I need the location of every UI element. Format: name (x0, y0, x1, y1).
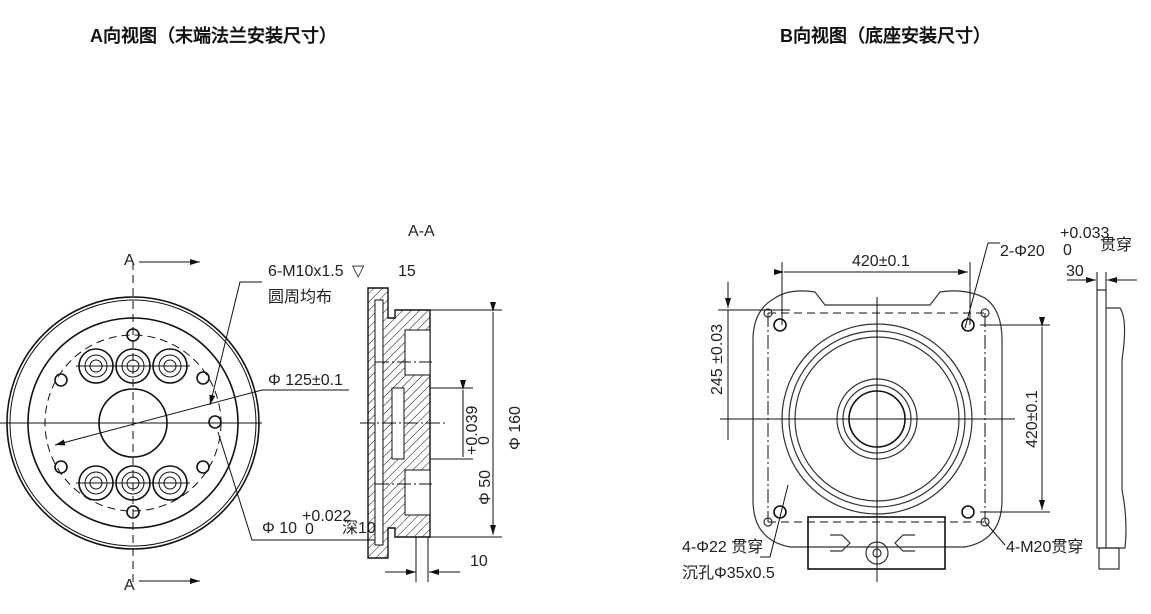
plate-thickness: 30 (1066, 263, 1084, 280)
view-b-title: B向视图（底座安装尺寸） (780, 26, 991, 46)
bolt-holes (54, 328, 222, 519)
pin-tol-upper: +0.022 (302, 508, 351, 525)
pin-tol-lower: 0 (305, 521, 314, 538)
offset-dim: 245 ±0.03 (709, 324, 726, 395)
section-label: A-A (408, 223, 435, 240)
outer-dia: Φ 160 (507, 406, 524, 450)
section-mark-top: A (124, 252, 135, 269)
base-plate-view: 420±0.1 245 ±0.03 420±0.1 2-Φ20 +0.033 0… (682, 225, 1132, 582)
thread-depth: 15 (398, 263, 416, 280)
view-a-title: A向视图（末端法兰安装尺寸） (90, 26, 337, 46)
height-dim: 420±0.1 (1024, 390, 1041, 448)
flange-front-view: A A 6-M10x1.5 ▽ 15 圆周均布 Φ 125±0.1 Φ 10 +… (0, 252, 416, 594)
width-dim: 420±0.1 (852, 253, 910, 270)
thickness-dim: 10 (470, 553, 488, 570)
pin-tol-upper: +0.033 (1060, 225, 1109, 242)
pin-note: 2-Φ20 (1000, 243, 1045, 260)
thread-note: 6-M10x1.5 (268, 263, 344, 280)
pin-tol-lower: 0 (1063, 242, 1072, 259)
bore-tol-upper: +0.039 (464, 406, 481, 455)
bore-tol-lower: 0 (476, 436, 493, 445)
pcd-dim: Φ 125±0.1 (268, 372, 343, 389)
thread-note-b: 4-M20贯穿 (1006, 538, 1083, 556)
section-mark-bottom: A (124, 577, 135, 594)
hole-note: 4-Φ22 贯穿 (682, 538, 763, 556)
base-side-view: 30 (1066, 263, 1137, 570)
thread-note-2: 圆周均布 (268, 288, 332, 306)
bore-dia: Φ 50 (477, 470, 494, 505)
counterbore-note: 沉孔Φ35x0.5 (682, 564, 775, 582)
depth-symbol-icon: ▽ (352, 263, 365, 280)
pin-through: 贯穿 (1100, 236, 1132, 254)
pin-hole-dim: Φ 10 (262, 520, 297, 537)
section-a-a-view: A-A Φ 160 Φ 50 +0.039 0 10 (360, 223, 524, 582)
